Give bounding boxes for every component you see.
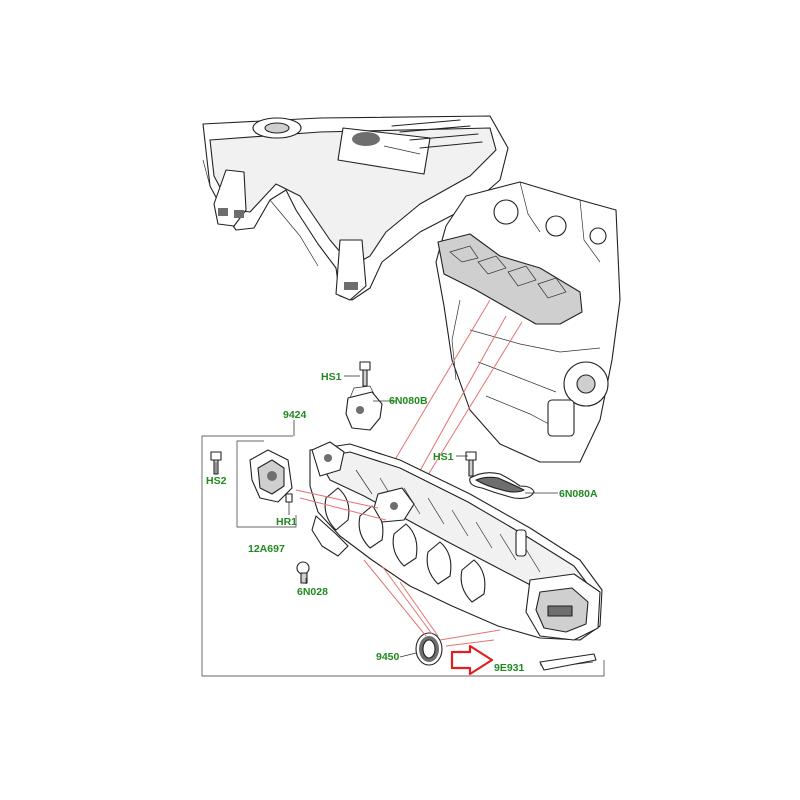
callout-12a697: 12A697 [248,543,285,555]
leader-line [439,629,501,641]
callout-hs1-top: HS1 [321,371,342,383]
leader-line [399,581,439,637]
leader-line [363,559,427,637]
seal-6n080a [469,472,535,499]
seal-9450 [415,632,443,666]
leader-line [445,639,495,647]
engine-cover [202,115,509,301]
callout-9450: 9450 [376,651,400,663]
callout-hs2: HS2 [206,475,227,487]
leader-line [299,497,387,521]
engine-assembly [435,181,621,463]
intake-manifold-9424 [309,441,603,641]
callout-hr1: HR1 [276,516,297,528]
sensor-12a697 [249,449,293,503]
bolt-hs1-top [359,361,371,387]
callout-6n028: 6N028 [297,586,328,598]
right-arrow-icon [450,644,494,676]
bolt-hs1-right [465,451,477,477]
detail-frame [201,435,605,677]
leader-line [295,489,379,509]
callout-hs1-right: HS1 [433,451,454,463]
sensor-box [236,440,297,528]
callout-9e931: 9E931 [494,662,525,674]
leader-line [381,565,433,635]
callout-leader [399,652,417,658]
callout-6n080a: 6N080A [559,488,598,500]
location-leader [389,299,491,469]
location-leader [419,321,523,489]
gasket-9e931 [539,653,597,671]
callout-9424: 9424 [283,409,307,421]
location-leader [415,315,507,479]
screw-6n028 [296,561,310,584]
callout-6n080b: 6N080B [389,395,428,407]
bracket-6n080b [345,385,383,431]
